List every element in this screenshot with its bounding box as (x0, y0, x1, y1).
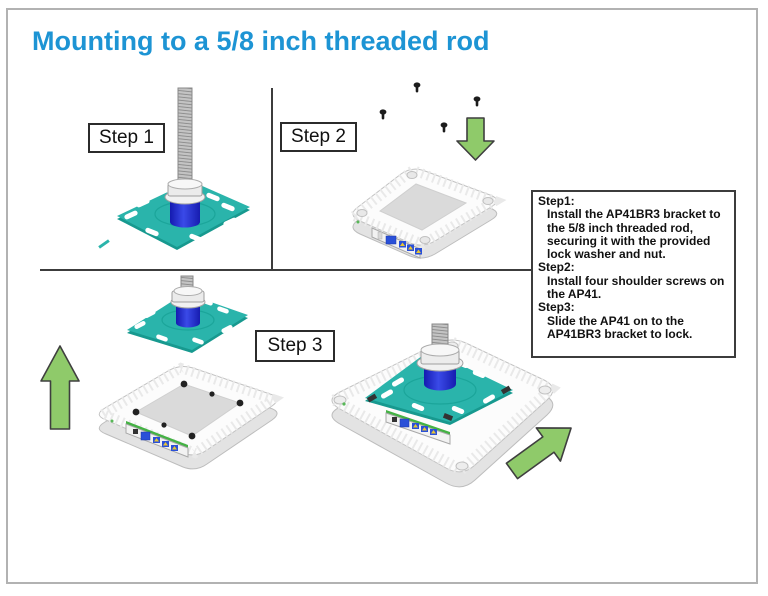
instruction-step1-heading: Step1: (538, 194, 575, 208)
shoulder-screws-icons (379, 82, 481, 133)
page-border (6, 8, 758, 584)
step-2-text: Step 2 (291, 126, 346, 147)
instruction-step1-body: Install the AP41BR3 bracket to the 5/8 i… (547, 207, 721, 262)
arrow-down-icon (456, 117, 495, 161)
instruction-step3-body: Slide the AP41 on to the AP41BR3 bracket… (547, 313, 693, 341)
bracket-rod-step1-illustration (98, 87, 250, 250)
divider-vertical (271, 88, 273, 270)
instruction-step2-body: Install four shoulder screws on the AP41… (547, 273, 725, 302)
ap41-device-step2 (344, 164, 507, 259)
step-1-text: Step 1 (99, 127, 154, 148)
step-3-text: Step 3 (267, 335, 323, 356)
ap41-device-step3 (91, 362, 285, 470)
ap41-assembled-illustration (322, 323, 561, 488)
step-3-label: Step 3 (255, 330, 335, 362)
instruction-step3-heading: Step3: (538, 300, 575, 315)
instructions-panel: Step1: Install the AP41BR3 bracket to th… (531, 190, 736, 358)
page-title: Mounting to a 5/8 inch threaded rod (32, 26, 490, 56)
divider-horizontal (40, 269, 531, 271)
instruction-step2-heading: Step2: (538, 260, 575, 275)
bracket-rod-step3-illustration (127, 275, 248, 353)
arrow-up-icon (40, 345, 80, 430)
arrow-northeast-icon (505, 427, 572, 480)
step-1-label: Step 1 (88, 123, 165, 153)
installed-screws (132, 380, 244, 440)
step-2-label: Step 2 (280, 122, 357, 152)
